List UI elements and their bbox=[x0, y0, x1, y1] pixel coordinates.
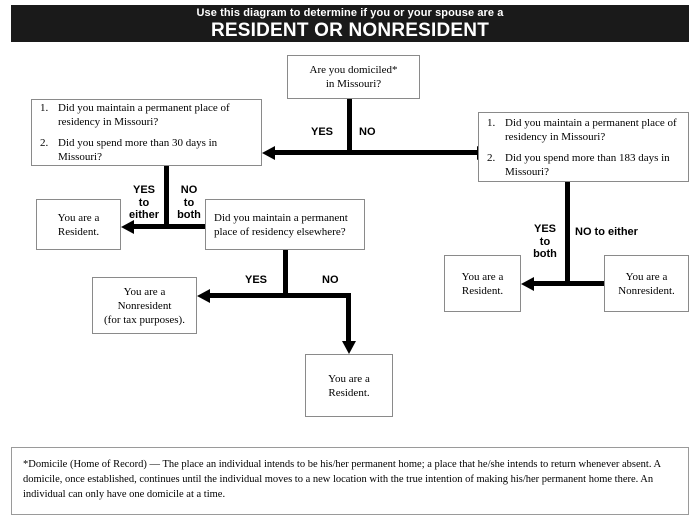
right-question-2-text: Did you spend more than 183 days in Miss… bbox=[505, 151, 670, 178]
label-right-yes-line3: both bbox=[533, 248, 557, 260]
node-nonresident-right: You are a Nonresident. bbox=[604, 255, 689, 312]
label-lower-yes: YES bbox=[245, 274, 268, 286]
left-question-1-text: Did you maintain a permanent place of re… bbox=[58, 102, 230, 128]
label-mid-no-line1: NO bbox=[180, 184, 198, 196]
node-start-domiciled: Are you domiciled* in Missouri? bbox=[287, 55, 420, 99]
left-question-2: 2. Did you spend more than 30 days in Mi… bbox=[40, 136, 253, 164]
right-question-1-text: Did you maintain a permanent place of re… bbox=[505, 116, 677, 143]
label-right-no-either: NO to either bbox=[575, 226, 638, 238]
node-nonresident-tax-line2: Nonresident bbox=[117, 299, 172, 312]
node-resident-bottom-line1: You are a bbox=[328, 372, 370, 385]
node-nonresident-tax-line3: (for tax purposes). bbox=[104, 313, 185, 326]
label-mid-yes-line1: YES bbox=[132, 184, 155, 196]
node-elsewhere-line2: place of residency elsewhere? bbox=[214, 225, 346, 238]
node-left-questions: 1. Did you maintain a permanent place of… bbox=[31, 99, 262, 166]
node-nonresident-right-line1: You are a bbox=[625, 270, 668, 283]
node-resident-left-line1: You are a bbox=[57, 211, 100, 224]
header-title: RESIDENT OR NONRESIDENT bbox=[210, 19, 489, 41]
label-right-yes-line1: YES bbox=[533, 223, 556, 235]
right-question-1-number: 1. bbox=[487, 116, 496, 129]
arrowhead-top-left bbox=[262, 145, 275, 160]
connector-right-stem bbox=[565, 182, 570, 282]
connector-lower-horizontal bbox=[207, 293, 351, 298]
connector-right-horizontal bbox=[531, 281, 604, 286]
arrowhead-lower-down bbox=[341, 341, 356, 354]
label-mid-no-line2: to bbox=[183, 196, 195, 209]
node-resident-right-line2: Resident. bbox=[461, 284, 504, 297]
connector-lower-no-drop bbox=[346, 293, 351, 343]
label-mid-yes-either: YES to either bbox=[124, 184, 164, 222]
header-banner: Use this diagram to determine if you or … bbox=[11, 5, 689, 42]
right-question-2-number: 2. bbox=[487, 151, 496, 164]
left-question-1: 1. Did you maintain a permanent place of… bbox=[40, 101, 253, 129]
node-right-questions: 1. Did you maintain a permanent place of… bbox=[478, 112, 689, 182]
label-mid-no-line3: both bbox=[177, 209, 201, 221]
node-resident-right: You are a Resident. bbox=[444, 255, 521, 312]
node-elsewhere-line1: Did you maintain a permanent bbox=[214, 211, 348, 224]
left-question-2-text: Did you spend more than 30 days in Misso… bbox=[58, 137, 218, 163]
connector-top-horizontal bbox=[272, 150, 477, 155]
node-nonresident-tax: You are a Nonresident (for tax purposes)… bbox=[92, 277, 197, 334]
label-right-yes-both: YES to both bbox=[527, 223, 563, 261]
node-resident-bottom-line2: Resident. bbox=[328, 386, 370, 399]
footnote-box: *Domicile (Home of Record) — The place a… bbox=[11, 447, 689, 515]
arrowhead-lower-left bbox=[197, 288, 210, 303]
label-right-yes-line2: to bbox=[539, 235, 551, 248]
node-nonresident-tax-line1: You are a bbox=[123, 285, 166, 298]
node-elsewhere-question: Did you maintain a permanent place of re… bbox=[205, 199, 365, 250]
node-resident-left-line2: Resident. bbox=[57, 225, 100, 238]
node-resident-right-line1: You are a bbox=[461, 270, 504, 283]
left-question-2-number: 2. bbox=[40, 137, 49, 149]
label-top-no: NO bbox=[359, 126, 376, 138]
footnote-text: *Domicile (Home of Record) — The place a… bbox=[23, 459, 661, 500]
connector-start-stem bbox=[347, 99, 352, 154]
label-lower-no: NO bbox=[322, 274, 339, 286]
label-mid-yes-line2: to bbox=[138, 196, 150, 209]
header-subtitle: Use this diagram to determine if you or … bbox=[196, 6, 504, 19]
node-resident-bottom: You are a Resident. bbox=[305, 354, 393, 417]
right-question-2: 2. Did you spend more than 183 days in M… bbox=[487, 151, 680, 179]
connector-mid-horizontal bbox=[131, 224, 205, 229]
label-top-yes: YES bbox=[311, 126, 334, 138]
node-start-line1: Are you domiciled* bbox=[309, 64, 398, 76]
node-start-line2: in Missouri? bbox=[325, 78, 382, 90]
connector-elsewhere-stem bbox=[283, 250, 288, 294]
node-resident-left: You are a Resident. bbox=[36, 199, 121, 250]
connector-left-stem bbox=[164, 166, 169, 227]
left-question-1-number: 1. bbox=[40, 102, 49, 114]
label-mid-no-both: NO to both bbox=[171, 184, 207, 222]
label-mid-yes-line3: either bbox=[129, 209, 159, 221]
right-question-1: 1. Did you maintain a permanent place of… bbox=[487, 116, 680, 144]
arrowhead-mid-left bbox=[121, 219, 134, 234]
arrowhead-right-left bbox=[521, 276, 534, 291]
node-nonresident-right-line2: Nonresident. bbox=[618, 284, 675, 297]
